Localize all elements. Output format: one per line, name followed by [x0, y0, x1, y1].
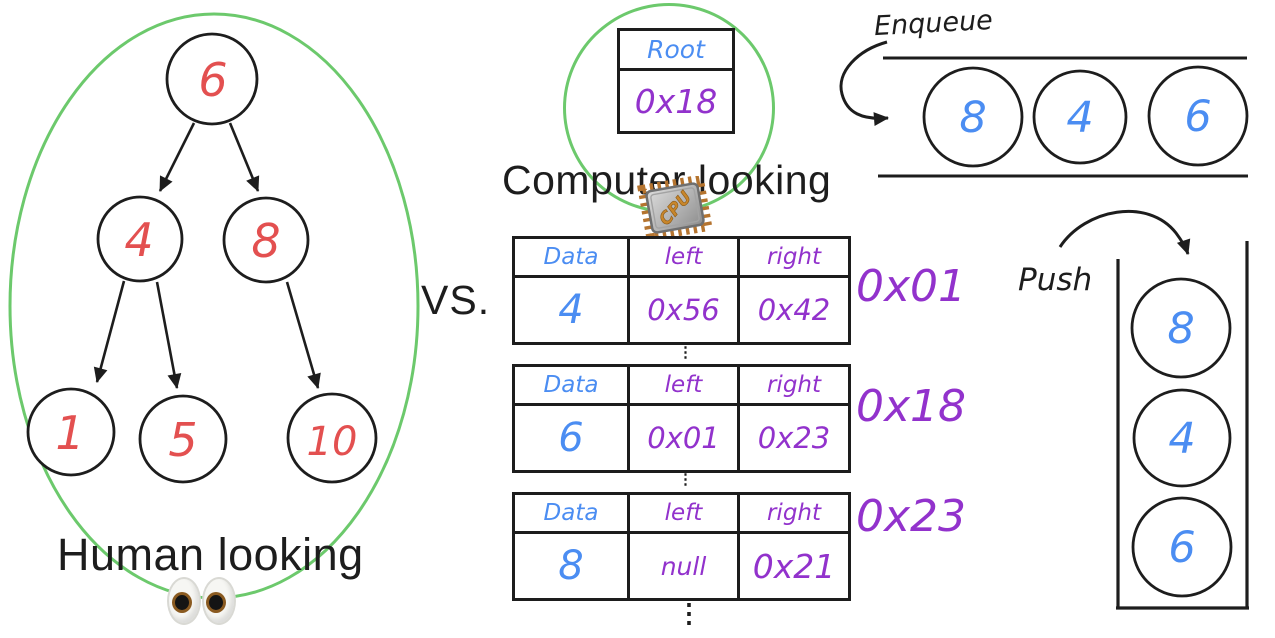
node-1-circle: [26, 387, 116, 477]
memory-table-0x01: Data left right 4 0x56 0x42 0x01: [512, 236, 966, 345]
binary-tree-drawing: 6 4 8 1 5 10: [8, 12, 420, 600]
cell-right: 0x21: [737, 534, 848, 598]
table-address-label: 0x18: [856, 381, 967, 432]
node-1-value: 1: [55, 406, 84, 460]
cell-right: 0x42: [737, 278, 848, 342]
stack-item-circle: [1132, 388, 1232, 488]
memory-ellipsis: ⋮: [676, 598, 702, 628]
stack-item-circle: [1130, 277, 1232, 379]
node-10-value: 10: [307, 419, 358, 465]
col-header-right: right: [737, 495, 848, 531]
push-arrow: [1058, 210, 1191, 255]
node-4-value: 4: [124, 213, 153, 267]
root-box-address: 0x18: [634, 81, 718, 121]
col-header-data: Data: [543, 500, 599, 526]
table-connector-dots: ⋮: [678, 471, 693, 488]
queue-item-value: 6: [1184, 92, 1211, 142]
edge-6-4: [158, 122, 196, 192]
eyes-emoji: [167, 577, 236, 625]
col-header-data: Data: [543, 244, 599, 270]
col-header-data: Data: [543, 372, 599, 398]
node-8-circle: [222, 196, 310, 284]
root-pointer-box: Root 0x18: [617, 28, 735, 134]
eye-right-icon: [202, 577, 236, 625]
col-header-right: right: [737, 239, 848, 275]
tree-edges: [93, 122, 321, 389]
node-5-circle: [138, 394, 228, 484]
node-6-value: 6: [198, 53, 227, 107]
cpu-chip-icon: CPU: [637, 176, 713, 240]
queue-drawing: 8 4 6: [839, 40, 1249, 178]
push-label: Push: [1018, 262, 1093, 298]
stack-item-value: 6: [1168, 523, 1195, 573]
memory-table-0x23: Data left right 8 null 0x21 0x23: [512, 491, 966, 601]
cell-data: 4: [558, 287, 584, 333]
cell-left: 0x01: [627, 406, 737, 470]
table-address-label: 0x23: [856, 491, 967, 542]
queue-item-circle: [922, 66, 1024, 168]
root-box-header: Root: [620, 31, 732, 71]
node-6-circle: [165, 32, 259, 126]
col-header-left: left: [627, 367, 737, 403]
cell-data: 6: [558, 415, 584, 461]
cell-left: null: [627, 534, 737, 598]
node-8-value: 8: [251, 214, 280, 268]
stack-item-value: 8: [1167, 304, 1194, 354]
edge-8-10: [285, 281, 321, 389]
node-5-value: 5: [168, 413, 197, 467]
eye-left-icon: [167, 577, 201, 625]
edge-4-1: [93, 280, 126, 383]
node-10-circle: [286, 392, 378, 484]
edge-6-8: [228, 122, 260, 192]
enqueue-arrow: [839, 40, 889, 127]
queue-item-circle: [1147, 65, 1249, 167]
queue-item-circle: [1032, 69, 1128, 165]
col-header-right: right: [737, 367, 848, 403]
queue-item-value: 4: [1066, 93, 1093, 143]
cell-left: 0x56: [627, 278, 737, 342]
memory-table-0x18: Data left right 6 0x01 0x23 0x18: [512, 364, 966, 473]
tree-nodes: [26, 32, 378, 484]
stack-item-circle: [1131, 496, 1233, 598]
stack-drawing: 8 4 6: [1058, 210, 1249, 610]
table-connector-dots: ⋮: [678, 344, 693, 361]
stack-item-value: 4: [1168, 414, 1195, 464]
cell-right: 0x23: [737, 406, 848, 470]
table-address-label: 0x01: [856, 261, 967, 312]
human-looking-caption: Human looking: [57, 529, 364, 580]
node-4-circle: [96, 195, 184, 283]
vs-label: VS.: [421, 277, 491, 323]
col-header-left: left: [627, 239, 737, 275]
queue-item-value: 8: [959, 93, 986, 143]
cell-data: 8: [558, 543, 584, 589]
col-header-left: left: [627, 495, 737, 531]
edge-4-5: [155, 281, 182, 389]
